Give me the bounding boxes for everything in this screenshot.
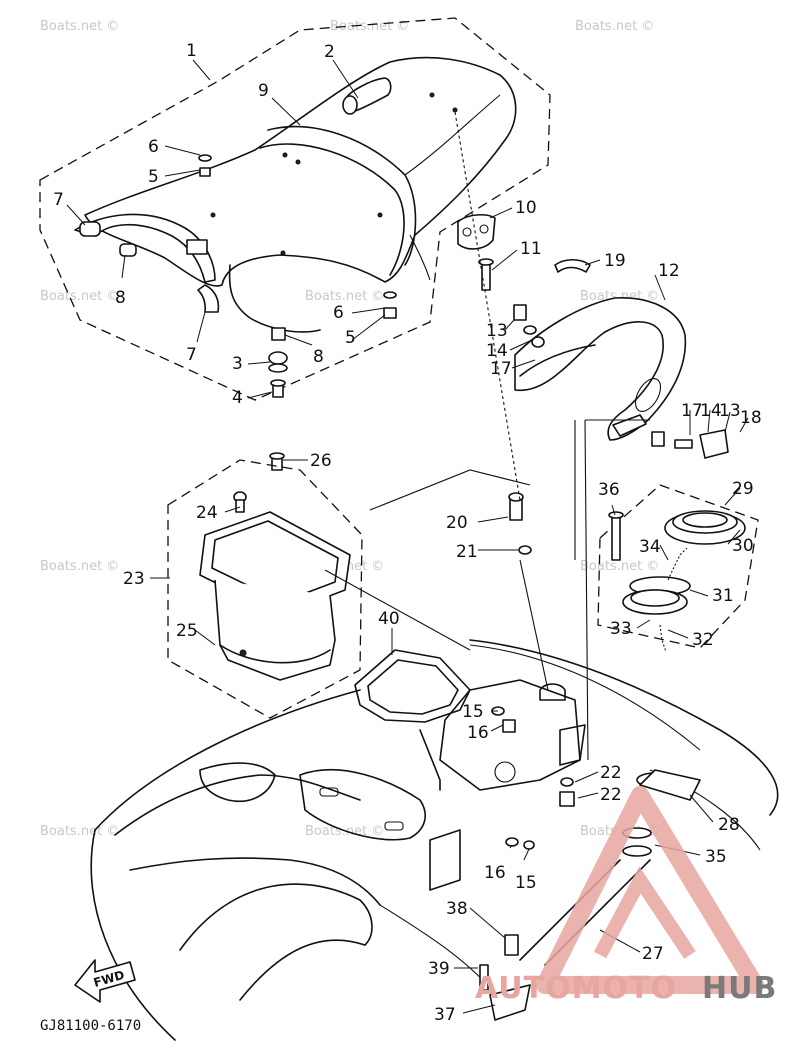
part-number-17-b: 17 (681, 401, 703, 421)
watermark: Boats.net © (305, 289, 384, 304)
part-number-28: 28 (718, 815, 740, 835)
part-number-9: 9 (258, 81, 269, 101)
part-number-14: 14 (486, 341, 508, 361)
drawing-code: GJ81100-6170 (40, 1018, 141, 1034)
part-number-32: 32 (692, 630, 714, 650)
part-number-7-b: 7 (186, 345, 197, 365)
part-number-33: 33 (610, 619, 632, 639)
part-number-2: 2 (324, 42, 335, 62)
part-number-31: 31 (712, 586, 734, 606)
logo-text-automoto: AUTOMOTO (475, 971, 677, 1006)
seat-strap (342, 77, 392, 115)
watermark: Boats.net © (40, 559, 119, 574)
part-number-15: 15 (462, 702, 484, 722)
watermark: Boats.net © (40, 289, 119, 304)
part-number-6: 6 (148, 137, 159, 157)
part-number-1: 1 (186, 41, 197, 61)
part-number-labels: 1 2 3 4 5 6 7 8 9 10 11 12 13 14 15 16 1… (53, 41, 762, 1025)
part-number-13: 13 (486, 321, 508, 341)
part-number-36: 36 (598, 480, 620, 500)
automotohub-logo: AUTOMOTO HUB (475, 786, 777, 1006)
part-number-22-b: 22 (600, 785, 622, 805)
part-number-23: 23 (123, 569, 145, 589)
part-number-25: 25 (176, 621, 198, 641)
part-number-10: 10 (515, 198, 537, 218)
part-number-3: 3 (232, 354, 243, 374)
logo-text-hub: HUB (702, 971, 777, 1006)
fuel-cap (608, 510, 746, 653)
part-number-6-b: 6 (333, 303, 344, 323)
grab-handle-left (74, 213, 220, 313)
seat-group-boundary (39, 17, 551, 401)
part-number-16: 16 (467, 723, 489, 743)
part-number-38: 38 (446, 899, 468, 919)
part-number-24: 24 (196, 503, 218, 523)
gasket (354, 649, 471, 723)
forward-direction-arrow: FWD (74, 959, 136, 1003)
part-number-22: 22 (600, 763, 622, 783)
part-number-15-b: 15 (515, 873, 537, 893)
part-number-37: 37 (434, 1005, 456, 1025)
part-number-30: 30 (732, 536, 754, 556)
part-number-19: 19 (604, 251, 626, 271)
hull (90, 639, 779, 1041)
part-number-26: 26 (310, 451, 332, 471)
part-number-40: 40 (378, 609, 400, 629)
part-number-12: 12 (658, 261, 680, 281)
part-number-35: 35 (705, 847, 727, 867)
part-number-27: 27 (642, 944, 664, 964)
part-number-8: 8 (115, 288, 126, 308)
watermark: Boats.net © (40, 19, 119, 34)
rear-grab-handle (457, 213, 687, 441)
part-number-29: 29 (732, 479, 754, 499)
storage-bin (199, 491, 351, 681)
watermark: Boats.net © (575, 19, 654, 34)
part-number-8-b: 8 (313, 347, 324, 367)
part-number-17: 17 (490, 359, 512, 379)
handle-hardware (269, 258, 729, 555)
part-number-11: 11 (520, 239, 542, 259)
seat-fasteners (198, 154, 397, 398)
fuel-cap-group-boundary (597, 484, 759, 649)
part-number-18: 18 (740, 408, 762, 428)
watermark: Boats.net © (580, 559, 659, 574)
part-number-39: 39 (428, 959, 450, 979)
part-number-16-b: 16 (484, 863, 506, 883)
part-number-34: 34 (639, 537, 661, 557)
seat (84, 56, 517, 333)
part-number-4: 4 (232, 388, 243, 408)
part-number-13-b: 13 (719, 401, 741, 421)
part-number-5-b: 5 (345, 328, 356, 348)
part-number-20: 20 (446, 513, 468, 533)
part-number-7: 7 (53, 190, 64, 210)
watermark: Boats.net © (40, 824, 119, 839)
part-number-5: 5 (148, 167, 159, 187)
part-number-14-b: 14 (700, 401, 722, 421)
part-number-21: 21 (456, 542, 478, 562)
